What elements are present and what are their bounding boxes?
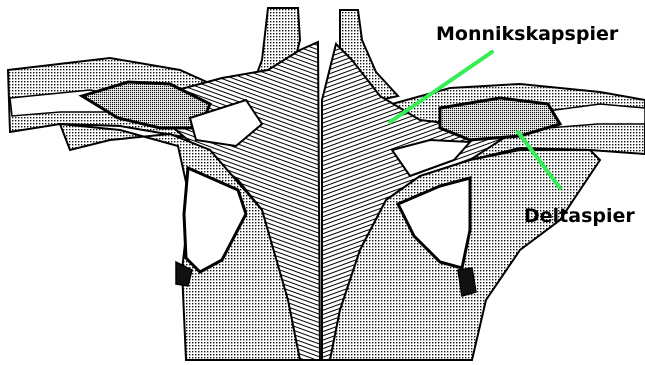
monnikskapspier-label: Monnikskapspier (436, 23, 619, 45)
left-shoulder (8, 8, 320, 360)
deltaspier-label: Deltaspier (524, 205, 635, 227)
right-knot (458, 268, 476, 296)
right-shoulder (322, 10, 645, 360)
